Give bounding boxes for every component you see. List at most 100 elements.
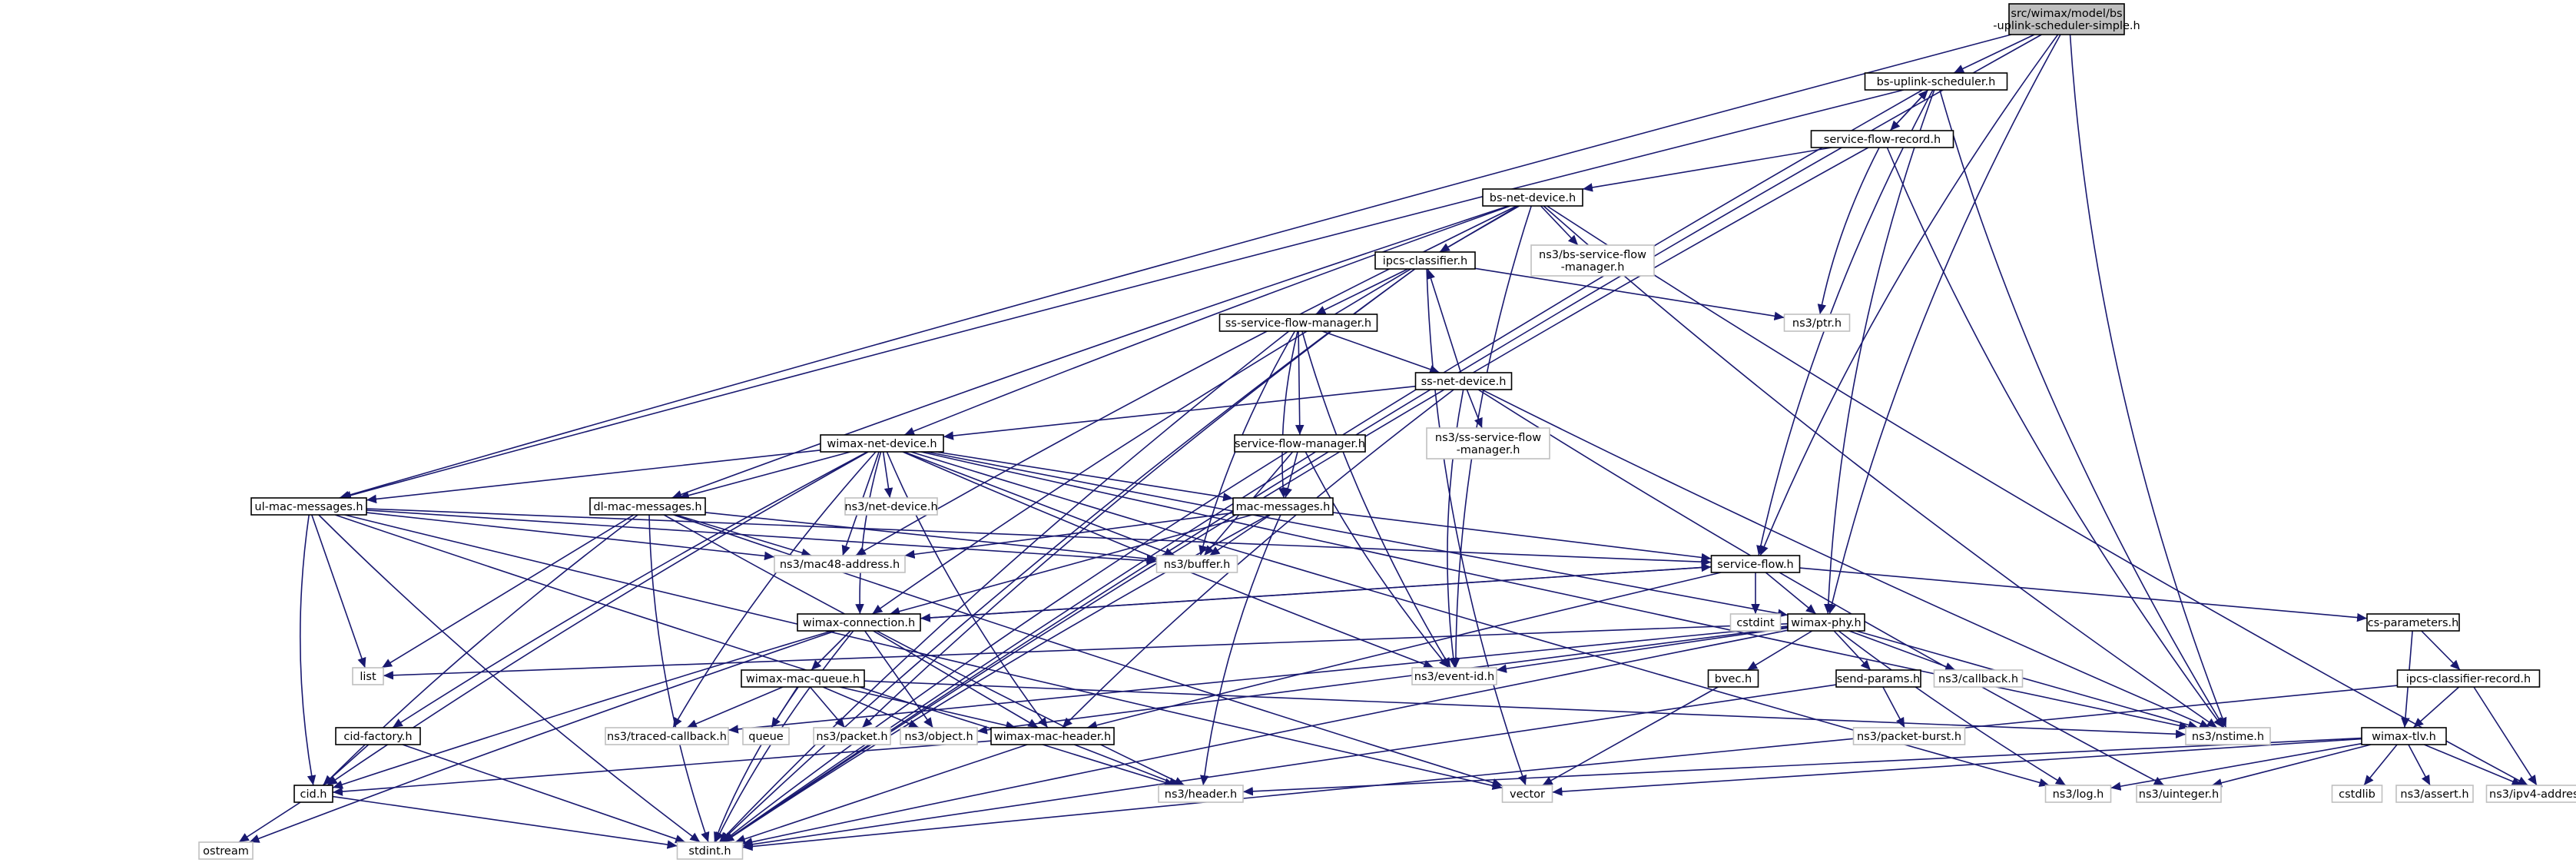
node-wimax-mac-queue[interactable]: wimax-mac-queue.h <box>741 669 865 688</box>
node-label: queue <box>748 731 784 743</box>
edge-wimax_connection-to-cid <box>332 630 833 789</box>
edge-wimax_net_device-to-wimax_phy <box>926 451 1789 618</box>
node-ns3-bs-service-flow-manager: ns3/bs-service-flow-manager.h <box>1530 244 1655 277</box>
edges-layer <box>238 34 2538 851</box>
node-box <box>820 434 944 453</box>
edge-wimax_net_device-to-ul_mac_messages <box>366 450 821 504</box>
node-list: list <box>352 667 384 685</box>
edge-ss_service_flow_manager-to-stdint <box>718 330 1290 843</box>
edge-bs_net_device-to-ns3_nstime <box>1543 205 2218 728</box>
node-ss-service-flow-manager[interactable]: ss-service-flow-manager.h <box>1218 314 1378 332</box>
node-box <box>676 841 744 860</box>
node-box <box>1783 314 1851 332</box>
edge-bs_net_device-to-ns3_ipv4_address <box>1547 205 2528 786</box>
node-ns3-log: ns3/log.h <box>2044 785 2112 803</box>
edge-wimax_net_device-to-wimax_mac_header <box>886 451 1049 728</box>
node-label: ns3/object.h <box>904 731 973 743</box>
edge-mac_messages-to-ns3_header <box>1200 514 1281 786</box>
node-label: service-flow-record.h <box>1824 134 1941 146</box>
edge-send_params-to-stdint <box>742 684 1837 849</box>
edge-wimax_mac_queue-to-ns3_traced_callback <box>686 686 784 728</box>
node-box <box>2396 669 2541 688</box>
edge-wimax_mac_queue-to-ns3_object <box>822 686 920 728</box>
node-label: stdint.h <box>688 845 731 858</box>
edge-mac_messages-to-wimax_connection <box>889 514 1253 616</box>
node-bvec[interactable]: bvec.h <box>1707 669 1759 688</box>
node-ns3-packet: ns3/packet.h <box>813 727 891 745</box>
node-box <box>1864 72 2008 91</box>
edge-ul_mac_messages-to-cid <box>299 514 317 786</box>
edge-dl_mac_messages-to-ns3_header <box>663 514 1185 786</box>
node-ipcs-classifier[interactable]: ipcs-classifier.h <box>1374 251 1476 270</box>
node-box <box>797 613 921 632</box>
edge-wimax_mac_header-to-stdint <box>734 744 1028 844</box>
node-cstdlib: cstdlib <box>2331 785 2383 803</box>
edge-wimax_net_device-to-wimax_connection <box>855 451 882 615</box>
node-box <box>774 555 906 573</box>
node-dl-mac-messages[interactable]: dl-mac-messages.h <box>589 497 706 516</box>
edge-ul_mac_messages-to-list <box>311 514 366 669</box>
node-wimax-mac-header[interactable]: wimax-mac-header.h <box>990 727 1115 745</box>
edge-ul_mac_messages-to-service_flow <box>366 508 1712 566</box>
node-ns3-buffer: ns3/buffer.h <box>1155 555 1238 573</box>
node-service-flow-manager[interactable]: service-flow-manager.h <box>1234 434 1366 453</box>
node-label: ns3/log.h <box>2053 788 2104 801</box>
node-box <box>1482 188 1583 207</box>
edge-mac_messages-to-ns3_mac48_address <box>904 512 1234 559</box>
node-label: ns3/header.h <box>1165 788 1237 801</box>
node-ipcs-classifier-record[interactable]: ipcs-classifier-record.h <box>2396 669 2541 688</box>
edge-ul_mac_messages-to-stdint <box>318 514 701 843</box>
node-service-flow-record[interactable]: service-flow-record.h <box>1810 130 1954 148</box>
node-box <box>1232 497 1334 516</box>
node-vector: vector <box>1501 785 1553 803</box>
node-cid[interactable]: cid.h <box>293 785 333 803</box>
edge-wimax_net_device-to-dl_mac_messages <box>678 451 851 500</box>
edge-wimax_phy-to-ns3_log <box>1838 630 2067 786</box>
node-ns3-ptr: ns3/ptr.h <box>1783 314 1851 332</box>
node-box <box>1530 244 1655 277</box>
edge-ss_net_device-to-ns3_event_id <box>1447 389 1464 669</box>
edge-cid-to-stdint <box>332 795 678 849</box>
edge-wimax_tlv-to-vector <box>1552 738 2362 796</box>
edge-bs_net_device-to-dl_mac_messages <box>671 205 1509 499</box>
node-ul-mac-messages[interactable]: ul-mac-messages.h <box>250 497 367 516</box>
node-box <box>1411 667 1497 685</box>
node-box <box>844 497 938 516</box>
node-box <box>1158 785 1244 803</box>
node-label: cstdlib <box>2339 788 2375 801</box>
edge-wimax_net_device-to-ns3_buffer <box>903 451 1175 556</box>
node-box <box>250 497 367 516</box>
node-label: wimax-phy.h <box>1791 617 1861 629</box>
node-wimax-connection[interactable]: wimax-connection.h <box>797 613 921 632</box>
node-box <box>2395 785 2474 803</box>
node-label: dl-mac-messages.h <box>593 501 701 513</box>
node-bs-net-device[interactable]: bs-net-device.h <box>1482 188 1583 207</box>
edge-wimax_net_device-to-cid_factory <box>392 451 868 728</box>
node-ss-net-device[interactable]: ss-net-device.h <box>1414 372 1513 390</box>
node-box <box>1835 669 1921 688</box>
node-wimax-phy[interactable]: wimax-phy.h <box>1787 613 1865 632</box>
node-cs-parameters[interactable]: cs-parameters.h <box>2366 613 2460 632</box>
edge-dl_mac_messages-to-stdint <box>648 514 710 843</box>
edge-send_params-to-ns3_packet_burst <box>1882 686 1905 728</box>
edge-cid-to-ostream <box>238 801 301 843</box>
edge-cs_parameters-to-ipcs_classifier_record <box>2421 630 2461 671</box>
node-ns3-event-id: ns3/event-id.h <box>1411 667 1497 685</box>
node-ns3-nstime: ns3/nstime.h <box>2185 727 2271 745</box>
edge-wimax_phy-to-list <box>383 623 1789 680</box>
node-bs-uplink-scheduler[interactable]: bs-uplink-scheduler.h <box>1864 72 2008 91</box>
edge-wimax_tlv-to-cstdlib <box>2363 744 2398 786</box>
node-box <box>2485 785 2576 803</box>
node-cid-factory[interactable]: cid-factory.h <box>335 727 421 745</box>
edge-ipcs_classifier-to-ns3_ptr <box>1474 267 1785 320</box>
node-wimax-tlv[interactable]: wimax-tlv.h <box>2361 727 2447 745</box>
node-service-flow[interactable]: service-flow.h <box>1710 555 1801 573</box>
node-wimax-net-device[interactable]: wimax-net-device.h <box>820 434 944 453</box>
node-mac-messages[interactable]: mac-messages.h <box>1232 497 1334 516</box>
node-label: ss-net-device.h <box>1421 376 1507 388</box>
node-label: cstdint <box>1736 617 1775 629</box>
node-root[interactable]: src/wimax/model/bs-uplink-scheduler-simp… <box>1993 3 2140 35</box>
node-send-params[interactable]: send-params.h <box>1835 669 1921 688</box>
node-ns3-header: ns3/header.h <box>1158 785 1244 803</box>
node-label: ipcs-classifier.h <box>1383 255 1468 267</box>
